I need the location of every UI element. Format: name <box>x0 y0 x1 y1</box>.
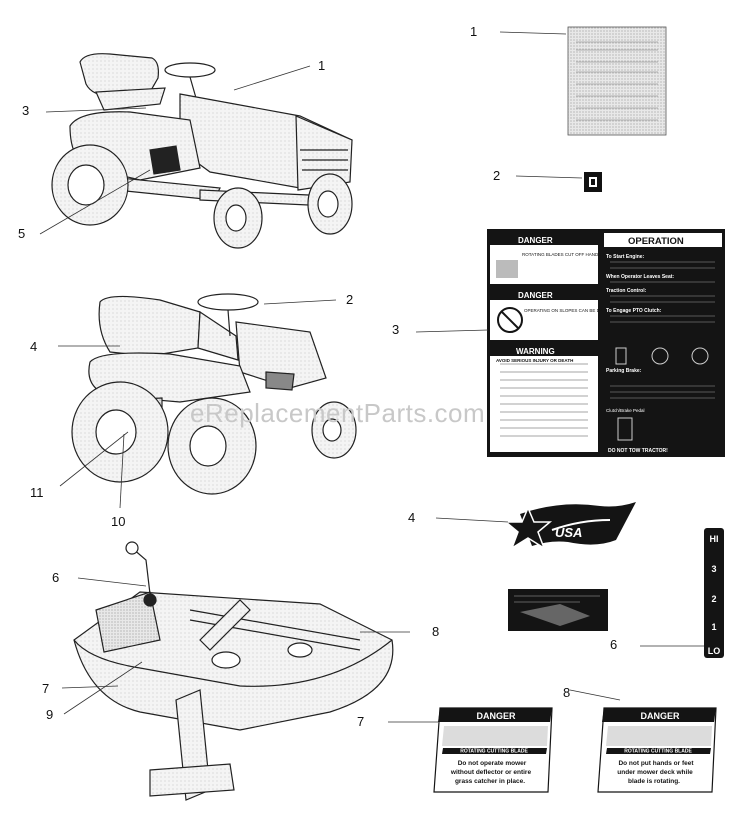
callout-label-2: 2 <box>493 168 501 183</box>
op-footer: DO NOT TOW TRACTOR! <box>608 448 668 454</box>
flag-text: USA <box>555 525 582 540</box>
danger7-title: DANGER <box>476 711 516 721</box>
danger8-line-1: Do not put hands or feet <box>618 760 694 767</box>
danger7-line-1: Do not operate mower <box>458 760 527 767</box>
warning-sub: AVOID SERIOUS INJURY OR DEATH <box>496 358 573 363</box>
danger8-line-2: under mower deck while <box>617 769 693 776</box>
callout-label-3: 3 <box>392 322 400 337</box>
danger8-line-3: blade is rotating. <box>628 778 680 785</box>
op-start-heading: To Start Engine: <box>606 254 645 260</box>
leader-lines <box>39 31 704 723</box>
danger7-sub: ROTATING CUTTING BLADE <box>460 749 528 755</box>
callout-deck-6: 6 <box>52 570 60 585</box>
decal-operation <box>487 229 725 457</box>
watermark: eReplacementParts.com <box>190 398 486 428</box>
op-traction-heading: Traction Control: <box>606 288 647 294</box>
speed-1: 1 <box>711 622 716 632</box>
danger-title-2: DANGER <box>518 291 553 300</box>
callout-deck-9: 9 <box>46 707 54 722</box>
callout-tractor1-5: 5 <box>18 226 26 241</box>
decal-speed-strip <box>704 528 724 658</box>
tractor-front-view <box>51 53 353 249</box>
callout-label-4: 4 <box>408 510 416 525</box>
decal-small-square <box>584 172 602 192</box>
callout-label-7: 7 <box>357 714 365 729</box>
op-pto-heading: To Engage PTO Clutch: <box>606 308 662 314</box>
speed-lo: LO <box>708 646 721 656</box>
callout-tractor2-2: 2 <box>346 292 354 307</box>
callout-tractor2-11: 11 <box>30 485 44 500</box>
decal-info-sheet <box>567 26 667 136</box>
operation-title: OPERATION <box>628 236 684 247</box>
tractor-rear-view <box>71 293 357 495</box>
decal-usa-flag <box>503 502 636 550</box>
callout-tractor2-4: 4 <box>30 339 38 354</box>
op-clutch-label: Clutch/Brake Pedal <box>606 408 645 413</box>
danger8-sub: ROTATING CUTTING BLADE <box>624 749 692 755</box>
decal-danger-7 <box>433 707 553 793</box>
callout-label-1: 1 <box>470 24 478 39</box>
callout-label-8: 8 <box>563 685 571 700</box>
speed-3: 3 <box>711 564 716 574</box>
callout-tractor1-1: 1 <box>318 58 326 73</box>
op-leave-seat-heading: When Operator Leaves Seat: <box>606 274 674 280</box>
danger-title-1: DANGER <box>518 236 553 245</box>
speed-2: 2 <box>711 594 716 604</box>
danger7-line-2: without deflector or entire <box>450 769 532 776</box>
callout-deck-7: 7 <box>42 681 50 696</box>
callout-deck-8: 8 <box>432 624 440 639</box>
decal-deck-instruction <box>508 589 608 631</box>
callout-tractor1-3: 3 <box>22 103 30 118</box>
op-parking-heading: Parking Brake: <box>606 368 642 374</box>
speed-hi: HI <box>710 534 719 544</box>
callout-tractor2-10: 10 <box>111 514 126 529</box>
mower-deck <box>73 541 394 801</box>
decal-danger-8 <box>597 707 717 793</box>
callout-label-6: 6 <box>610 637 618 652</box>
danger-sub-2: OPERATING ON SLOPES CAN BE DANGEROUS <box>524 308 626 313</box>
warning-title: WARNING <box>516 347 555 356</box>
danger-sub-1: ROTATING BLADES CUT OFF HANDS AND FEET <box>522 252 625 257</box>
danger8-title: DANGER <box>640 711 680 721</box>
danger7-line-3: grass catcher in place. <box>455 778 525 785</box>
